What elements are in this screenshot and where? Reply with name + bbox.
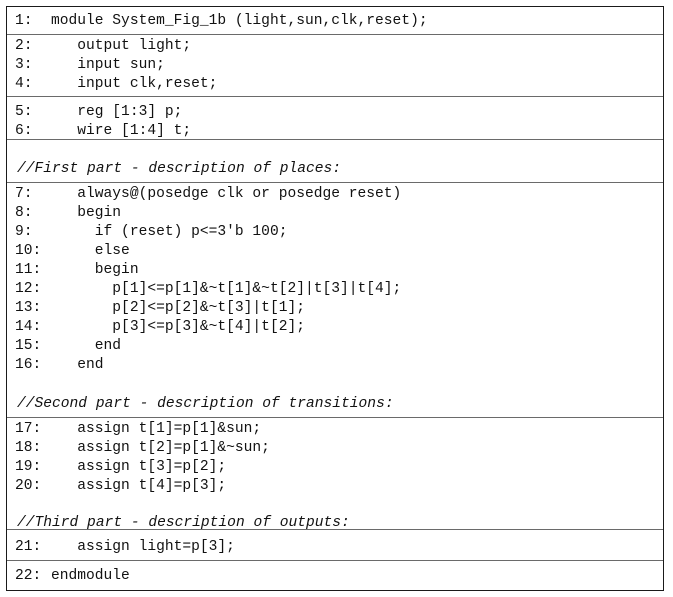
code-line-19: 19: assign t[3]=p[2]; [15, 458, 226, 477]
line-number: 19: [15, 459, 42, 475]
code-text: begin [51, 205, 122, 221]
line-number: 17: [15, 421, 42, 437]
line-number: 6: [15, 123, 33, 139]
line-number: 3: [15, 57, 33, 73]
code-line-10: 10: else [15, 242, 130, 261]
line-number: 11: [15, 262, 42, 278]
code-line-12: 12: p[1]<=p[1]&~t[1]&~t[2]|t[3]|t[4]; [15, 280, 401, 299]
code-line-15: 15: end [15, 337, 121, 356]
code-line-13: 13: p[2]<=p[2]&~t[3]|t[1]; [15, 299, 305, 318]
code-line-2: 2: output light; [15, 37, 191, 56]
code-line-6: 6: wire [1:4] t; [15, 122, 191, 141]
code-text: assign t[3]=p[2]; [51, 459, 227, 475]
code-line-22: 22: endmodule [15, 567, 130, 586]
section-comment-outputs: //Third part - description of outputs: [17, 515, 350, 531]
code-text: end [51, 338, 122, 354]
code-line-21: 21: assign light=p[3]; [15, 538, 235, 557]
line-number: 4: [15, 76, 33, 92]
code-text: begin [51, 262, 139, 278]
code-text: wire [1:4] t; [51, 123, 192, 139]
line-number: 16: [15, 357, 42, 373]
code-text: else [51, 243, 130, 259]
line-number: 2: [15, 38, 33, 54]
code-text: if (reset) p<=3'b 100; [51, 224, 288, 240]
code-line-3: 3: input sun; [15, 56, 165, 75]
code-text: assign t[1]=p[1]&sun; [51, 421, 262, 437]
code-text: input sun; [51, 57, 165, 73]
code-text: module System_Fig_1b (light,sun,clk,rese… [51, 13, 428, 29]
code-text: input clk,reset; [51, 76, 218, 92]
code-line-1: 1: module System_Fig_1b (light,sun,clk,re… [15, 12, 428, 31]
code-text: p[3]<=p[3]&~t[4]|t[2]; [51, 319, 305, 335]
code-text: assign t[4]=p[3]; [51, 478, 227, 494]
line-number: 5: [15, 104, 33, 120]
code-line-18: 18: assign t[2]=p[1]&~sun; [15, 439, 270, 458]
separator-line [7, 96, 663, 97]
line-number: 9: [15, 224, 33, 240]
code-text: reg [1:3] p; [51, 104, 183, 120]
separator-line [7, 182, 663, 183]
code-line-14: 14: p[3]<=p[3]&~t[4]|t[2]; [15, 318, 305, 337]
line-number: 15: [15, 338, 42, 354]
line-number: 14: [15, 319, 42, 335]
code-text: endmodule [51, 568, 130, 584]
code-text: assign t[2]=p[1]&~sun; [51, 440, 270, 456]
section-comment-places: //First part - description of places: [17, 161, 342, 177]
line-number: 21: [15, 539, 42, 555]
code-listing-frame: 1: module System_Fig_1b (light,sun,clk,re… [6, 6, 664, 591]
line-number: 18: [15, 440, 42, 456]
code-text: p[2]<=p[2]&~t[3]|t[1]; [51, 300, 305, 316]
line-number: 7: [15, 186, 33, 202]
code-text: assign light=p[3]; [51, 539, 235, 555]
section-comment-transitions: //Second part - description of transitio… [17, 396, 394, 412]
code-line-9: 9: if (reset) p<=3'b 100; [15, 223, 287, 242]
code-line-5: 5: reg [1:3] p; [15, 103, 182, 122]
separator-line [7, 560, 663, 561]
code-line-16: 16: end [15, 356, 104, 375]
code-text: output light; [51, 38, 192, 54]
code-line-20: 20: assign t[4]=p[3]; [15, 477, 226, 496]
code-text: always@(posedge clk or posedge reset) [51, 186, 402, 202]
code-line-17: 17: assign t[1]=p[1]&sun; [15, 420, 261, 439]
separator-line [7, 34, 663, 35]
code-text: end [51, 357, 104, 373]
line-number: 12: [15, 281, 42, 297]
code-line-7: 7: always@(posedge clk or posedge reset) [15, 185, 401, 204]
line-number: 8: [15, 205, 33, 221]
code-line-11: 11: begin [15, 261, 139, 280]
code-line-4: 4: input clk,reset; [15, 75, 217, 94]
separator-line [7, 417, 663, 418]
separator-line [7, 139, 663, 140]
line-number: 10: [15, 243, 42, 259]
separator-line [7, 529, 663, 530]
line-number: 1: [15, 13, 33, 29]
line-number: 20: [15, 478, 42, 494]
code-text: p[1]<=p[1]&~t[1]&~t[2]|t[3]|t[4]; [51, 281, 402, 297]
line-number: 22: [15, 568, 42, 584]
code-line-8: 8: begin [15, 204, 121, 223]
line-number: 13: [15, 300, 42, 316]
